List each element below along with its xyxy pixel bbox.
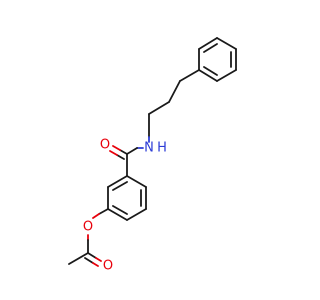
carbonyl-oxygen-label: O [100, 138, 110, 153]
bond [107, 208, 128, 221]
bond [179, 69, 200, 82]
propyl-chain [148, 69, 200, 143]
amide-group [109, 145, 144, 177]
double-bond-inner [112, 205, 128, 215]
bond [198, 37, 218, 50]
bond [68, 252, 89, 265]
double-bond-inner [112, 181, 128, 191]
phenyl-ring [198, 37, 237, 82]
double-bond-inner [92, 262, 99, 267]
ester-oxygen-label: O [83, 220, 93, 235]
bond [95, 257, 102, 262]
bond [168, 80, 181, 103]
bond [92, 213, 100, 219]
double-bond-inner [116, 154, 125, 160]
amide-nitrogen-label: N [144, 141, 154, 156]
double-bond-inner [84, 257, 94, 264]
structure-canvas: O N H O O [68, 37, 237, 274]
bond [216, 37, 237, 50]
bond [107, 175, 128, 188]
acetoxy-group [68, 208, 109, 267]
amide-hydrogen-label: H [157, 141, 167, 156]
bond [126, 147, 138, 155]
bond [98, 208, 109, 215]
bond [87, 252, 97, 259]
double-bond-inner [203, 43, 218, 53]
bond [119, 149, 128, 155]
double-bond-inner [203, 66, 218, 76]
double-bond-inner [109, 150, 118, 156]
benzene-ring [107, 175, 147, 221]
bond [216, 69, 237, 82]
bond [112, 145, 121, 151]
bond [126, 175, 147, 188]
molecule-structure-diagram: O N H O O [68, 37, 237, 274]
bond [148, 101, 170, 115]
bond [198, 69, 218, 82]
bond [126, 208, 147, 221]
acetyl-oxygen-label: O [103, 259, 113, 274]
